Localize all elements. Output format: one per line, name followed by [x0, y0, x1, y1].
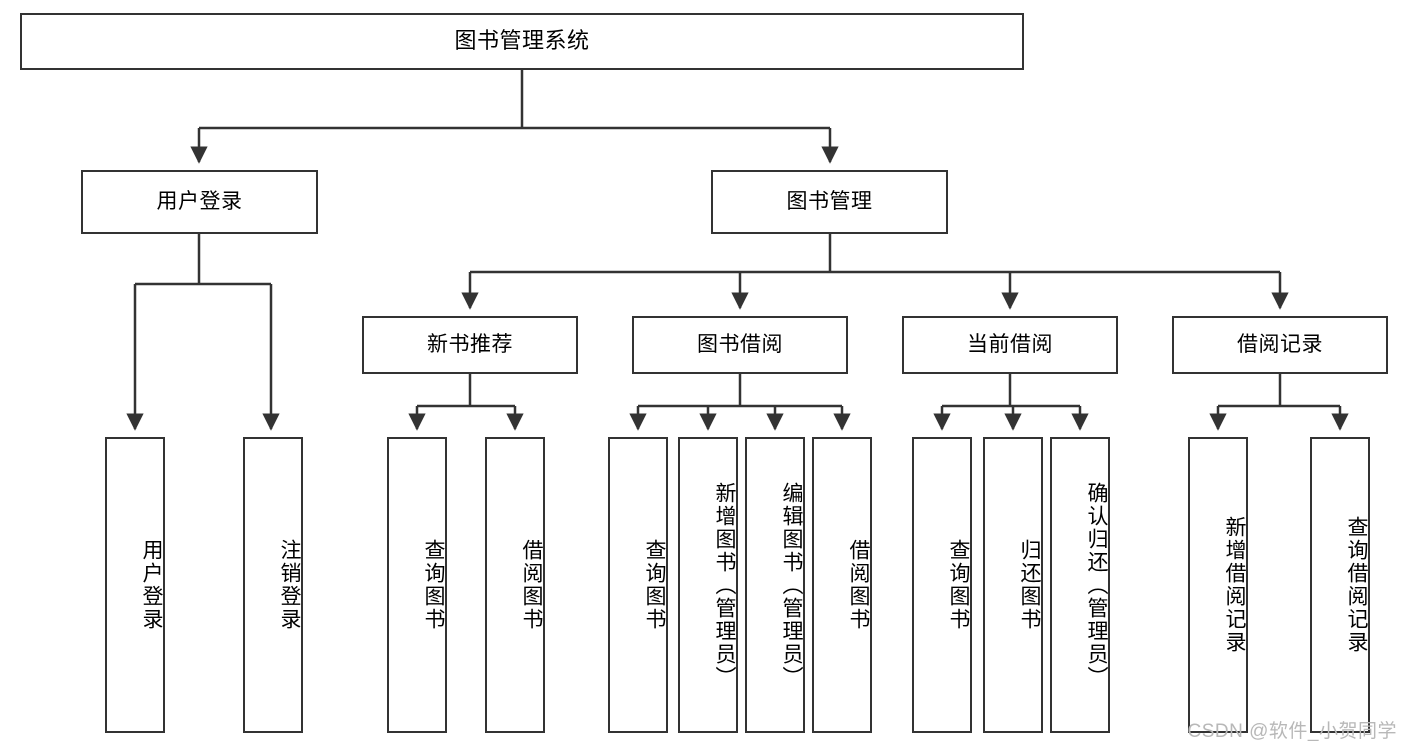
- node-leaf-add-borrow-record[interactable]: 新增借阅记录: [1188, 437, 1248, 733]
- node-current-borrow[interactable]: 当前借阅: [902, 316, 1118, 374]
- node-leaf-logout[interactable]: 注销登录: [243, 437, 303, 733]
- node-leaf-edit-book-admin[interactable]: 编辑图书（管理员）: [745, 437, 805, 733]
- node-leaf-borrow-book-newbook[interactable]: 借阅图书: [485, 437, 545, 733]
- node-leaf-confirm-return-admin[interactable]: 确认归还（管理员）: [1050, 437, 1110, 733]
- node-leaf-query-book-newbook[interactable]: 查询图书: [387, 437, 447, 733]
- node-root-system[interactable]: 图书管理系统: [20, 13, 1024, 70]
- node-leaf-query-book-borrow[interactable]: 查询图书: [608, 437, 668, 733]
- node-leaf-return-book[interactable]: 归还图书: [983, 437, 1043, 733]
- node-leaf-query-book-current[interactable]: 查询图书: [912, 437, 972, 733]
- node-leaf-query-borrow-record[interactable]: 查询借阅记录: [1310, 437, 1370, 733]
- node-leaf-user-login[interactable]: 用户登录: [105, 437, 165, 733]
- node-borrow-record[interactable]: 借阅记录: [1172, 316, 1388, 374]
- node-book-management[interactable]: 图书管理: [711, 170, 948, 234]
- node-book-borrow[interactable]: 图书借阅: [632, 316, 848, 374]
- node-user-login[interactable]: 用户登录: [81, 170, 318, 234]
- node-leaf-borrow-book[interactable]: 借阅图书: [812, 437, 872, 733]
- node-leaf-add-book-admin[interactable]: 新增图书（管理员）: [678, 437, 738, 733]
- watermark-text: CSDN @软件_小贺同学: [1187, 721, 1397, 742]
- node-new-book-recommend[interactable]: 新书推荐: [362, 316, 578, 374]
